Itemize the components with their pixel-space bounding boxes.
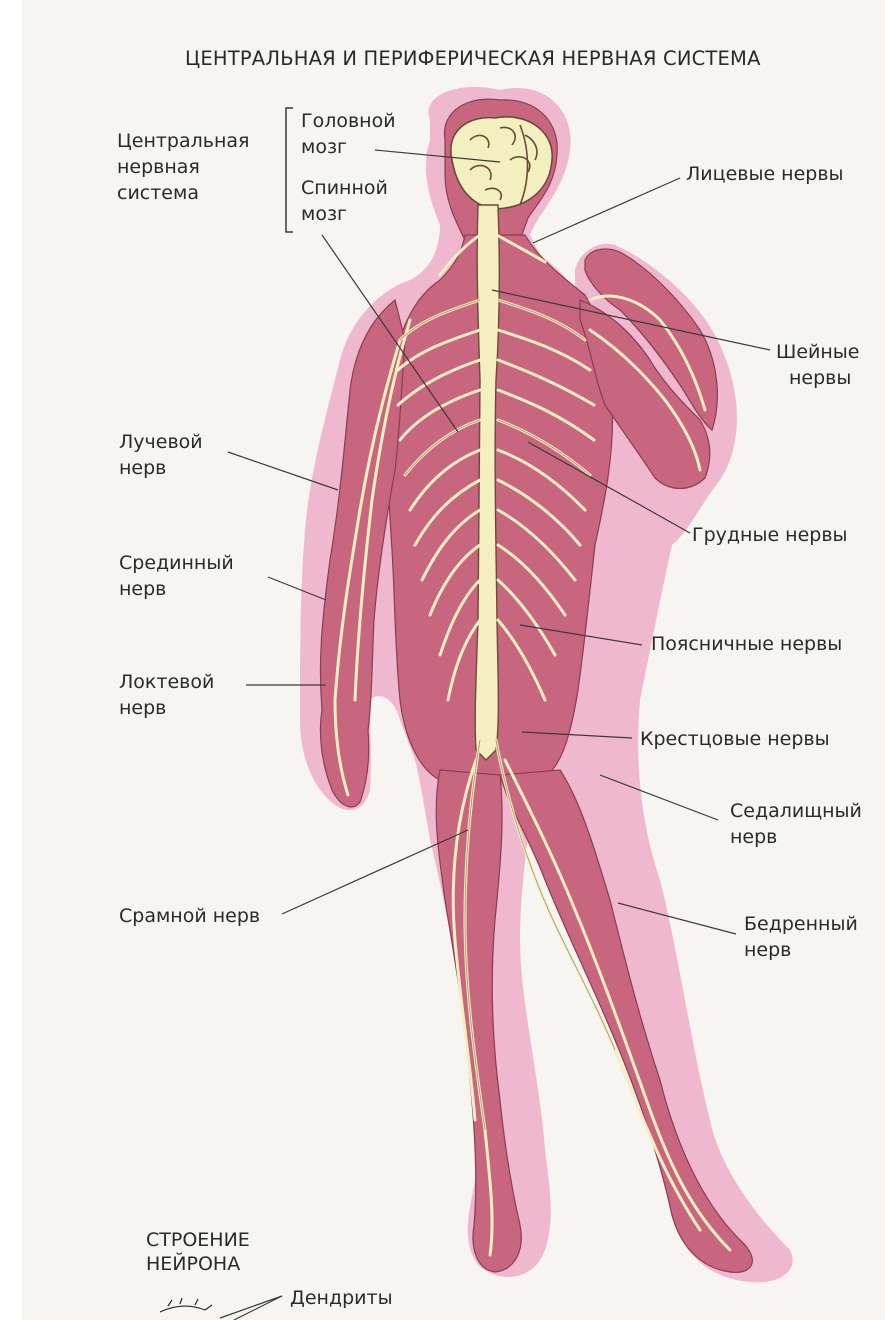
label-femoral-2: нерв [744,938,791,962]
label-brain-1: Головной [301,109,396,133]
label-lumbar-nerves: Поясничные нервы [651,632,842,656]
label-radial-1: Лучевой [119,430,203,454]
label-median-2: нерв [119,577,166,601]
label-ulnar-2: нерв [119,696,166,720]
cns-group-label-2: нервная [117,155,200,179]
cns-group-label-3: система [117,181,199,205]
neuron-section-title-2: НЕЙРОНА [146,1252,240,1276]
cns-group-label-1: Центральная [117,129,249,153]
label-sciatic-1: Седалищный [730,799,862,823]
label-spinal-1: Спинной [301,176,388,200]
label-dendrites: Дендриты [290,1286,393,1310]
cns-bracket [286,108,293,232]
label-sciatic-2: нерв [730,825,777,849]
label-ulnar-1: Локтевой [119,670,214,694]
neuron-dendrites-sketch [160,1298,212,1312]
label-radial-2: нерв [119,456,166,480]
label-pudendal-nerve: Срамной нерв [119,904,260,928]
diagram-title: ЦЕНТРАЛЬНАЯ И ПЕРИФЕРИЧЕСКАЯ НЕРВНАЯ СИС… [185,47,761,70]
label-sacral-nerves: Крестцовые нервы [640,727,830,751]
label-median-1: Срединный [119,551,234,575]
label-facial-nerves: Лицевые нервы [686,162,844,186]
leader-dendrites-2 [234,1296,282,1320]
leader-dendrites-1 [220,1296,282,1318]
label-cervical-1: Шейные [776,340,859,364]
label-spinal-2: мозг [301,202,347,226]
neuron-section-title-1: СТРОЕНИЕ [146,1228,250,1252]
label-cervical-2: нервы [789,366,851,390]
spinal-cord [475,205,499,760]
label-femoral-1: Бедренный [744,912,858,936]
label-thoracic-nerves: Грудные нервы [692,523,848,547]
label-brain-2: мозг [301,135,347,159]
